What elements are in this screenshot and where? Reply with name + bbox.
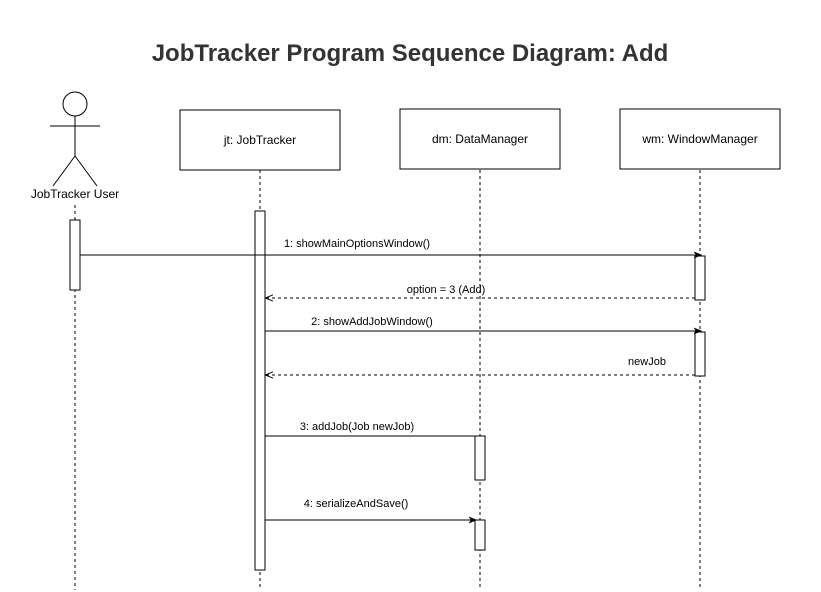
participant-jobtracker-label: jt: JobTracker — [223, 133, 296, 147]
participant-windowmanager-label: wm: WindowManager — [641, 132, 757, 146]
message-label-6: 4: serializeAndSave() — [304, 498, 409, 510]
message-label-1: 1: showMainOptionsWindow() — [284, 238, 430, 250]
participant-windowmanager: wm: WindowManager — [619, 108, 781, 170]
activation-datamanager-2 — [474, 519, 486, 551]
participant-datamanager-label: dm: DataManager — [432, 132, 528, 146]
actor-stick-figure-icon — [50, 91, 100, 187]
participant-datamanager: dm: DataManager — [399, 108, 561, 170]
message-label-3: 2: showAddJobWindow() — [311, 316, 433, 328]
message-label-4: newJob — [628, 356, 666, 368]
participant-jobtracker: jt: JobTracker — [179, 109, 341, 171]
activation-user — [69, 219, 81, 291]
diagram-title: JobTracker Program Sequence Diagram: Add — [152, 40, 669, 67]
message-label-2: option = 3 (Add) — [407, 284, 486, 296]
activation-windowmanager-1 — [694, 255, 706, 301]
activation-datamanager-1 — [474, 435, 486, 481]
activation-windowmanager-2 — [694, 331, 706, 377]
actor-label: JobTracker User — [31, 187, 119, 201]
message-label-5: 3: addJob(Job newJob) — [300, 421, 414, 433]
activation-jobtracker — [254, 210, 266, 571]
